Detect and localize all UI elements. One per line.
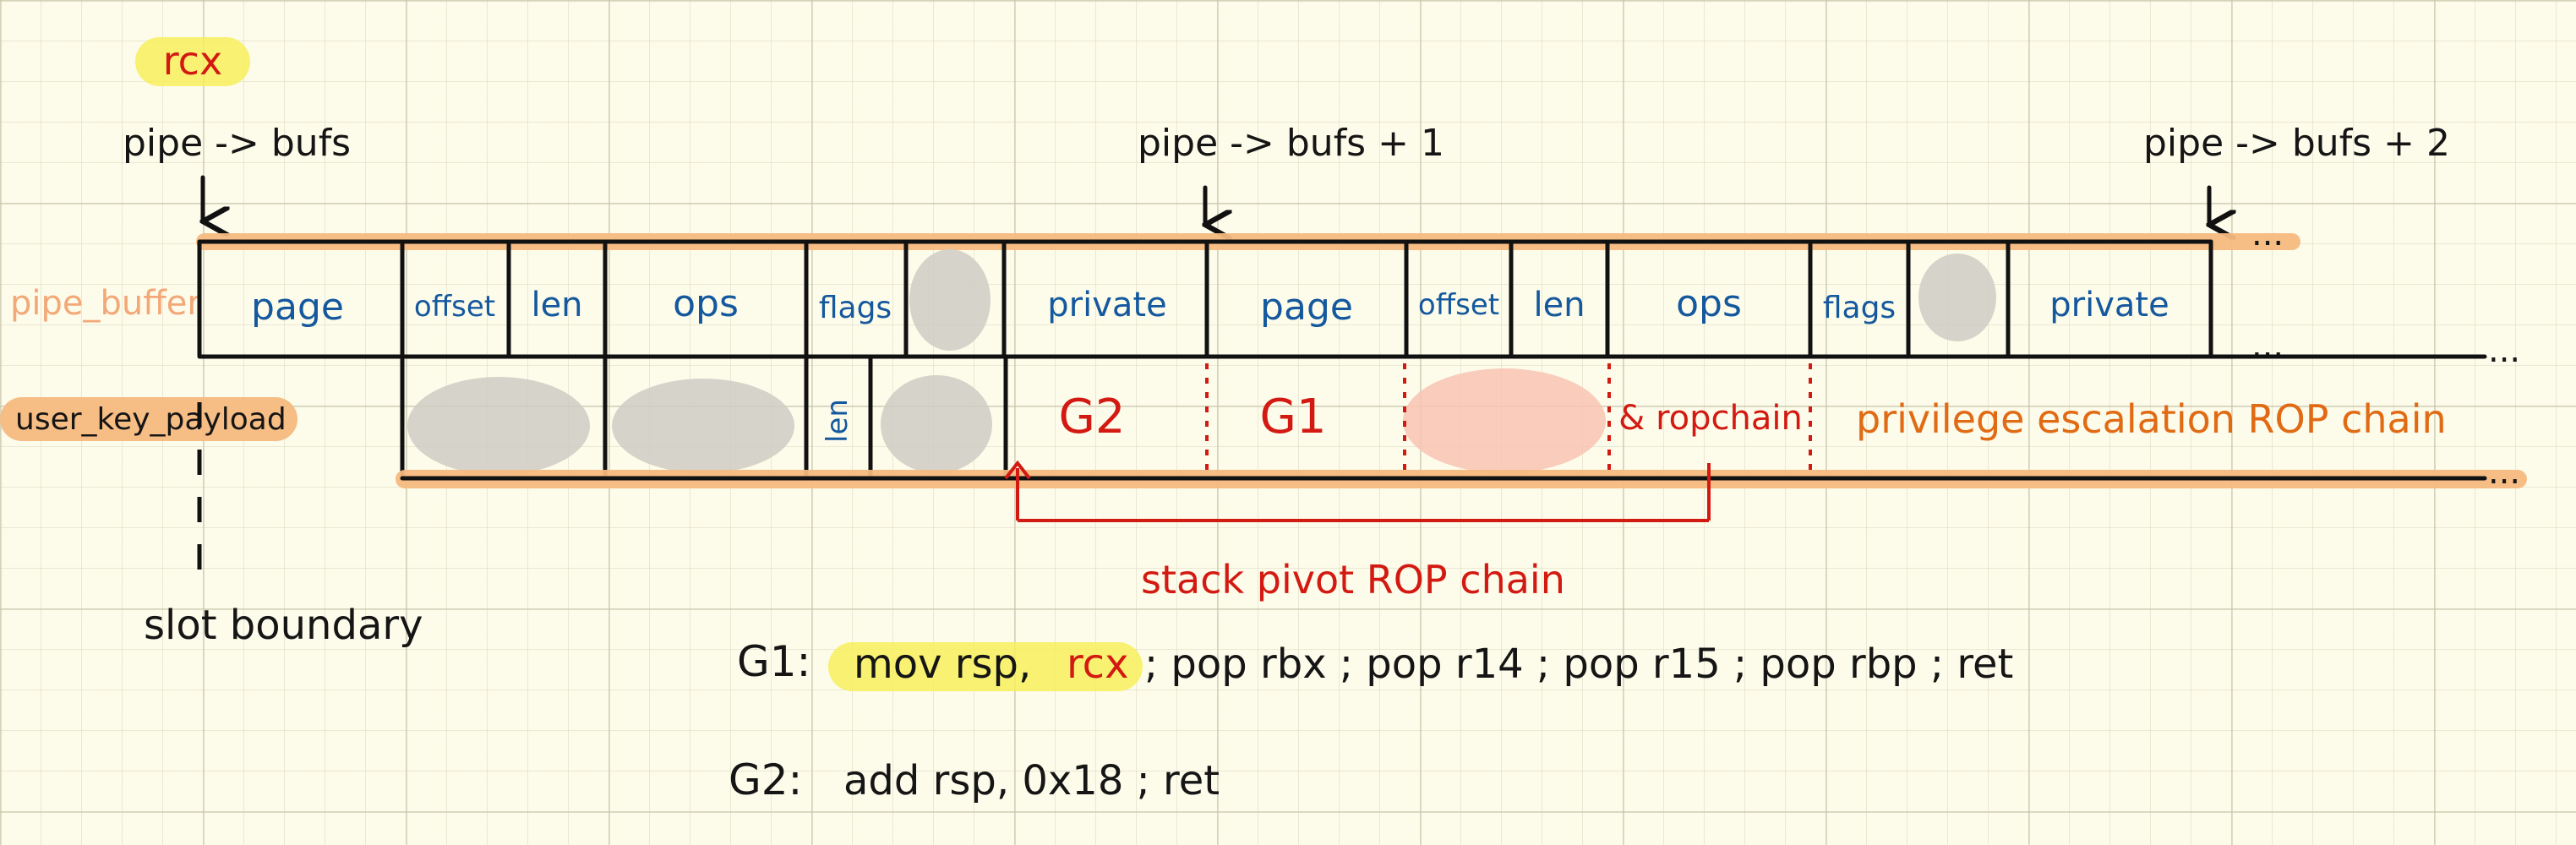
g1-rcx: rcx [1067,641,1128,688]
pipe-buffer-bottom-ellipsis: ... [2251,326,2284,365]
payload-blob-3 [881,375,992,473]
payload-g1: G1 [1259,390,1326,444]
payload-blob-1 [407,377,590,475]
g1-rest: ; pop rbx ; pop r14 ; pop r15 ; pop rbp … [1144,641,2013,688]
payload-g2: G2 [1058,390,1125,444]
payload-separators [400,354,1008,481]
payload-bottom-ellipsis: ... [2488,453,2520,492]
payload-blob-2 [612,379,794,473]
field-offset-2: offset [1418,288,1499,322]
pipe-buffer-separators [197,239,2213,357]
user-key-payload-label: user_key_payload [15,402,287,437]
slot-boundary-label: slot boundary [144,602,423,649]
field-flags-2: flags [1823,291,1896,325]
pipe-buffer-padding-blob-2 [1918,254,1996,341]
stack-pivot-label: stack pivot ROP chain [1141,557,1565,602]
payload-dashed-separators [1205,363,1812,475]
stack-pivot-bracket [1004,460,1711,522]
pipe-bufs-2-label: pipe -> bufs + 2 [2143,122,2450,165]
g2-code: add rsp, 0x18 ; ret [843,757,1220,804]
field-private-1: private [1047,286,1166,324]
field-ops-1: ops [673,282,739,325]
field-len-1: len [531,286,582,324]
pipe-bufs-0-label: pipe -> bufs [123,122,351,165]
field-len-2: len [1533,286,1585,324]
field-page-1: page [251,286,344,329]
pipe-buffer-padding-blob-1 [909,249,991,351]
rcx-label: rcx [163,38,222,84]
g2-label: G2: [729,755,802,804]
payload-priv-esc: privilege escalation ROP chain [1856,396,2447,442]
pipe-buffer-label: pipe_buffer [10,284,201,323]
field-offset-1: offset [414,290,495,324]
g1-mov-highlight [828,642,1143,691]
g1-mov: mov rsp, [854,641,1031,688]
field-private-2: private [2049,286,2169,324]
rcx-highlight [135,37,250,86]
pipe-buffer-top-ellipsis: ... [2251,215,2284,254]
field-page-2: page [1260,286,1353,329]
field-ops-2: ops [1676,282,1742,325]
g1-label: G1: [737,637,810,686]
row-divider-ellipsis: ... [2488,331,2520,370]
payload-len: len [821,399,854,443]
user-key-payload-label-highlight [0,397,297,441]
pipe-bufs-1-label: pipe -> bufs + 1 [1138,122,1444,165]
field-flags-1: flags [819,291,892,325]
payload-blob-pink [1403,368,1606,473]
payload-ropchain-ptr: & ropchain [1618,399,1803,438]
